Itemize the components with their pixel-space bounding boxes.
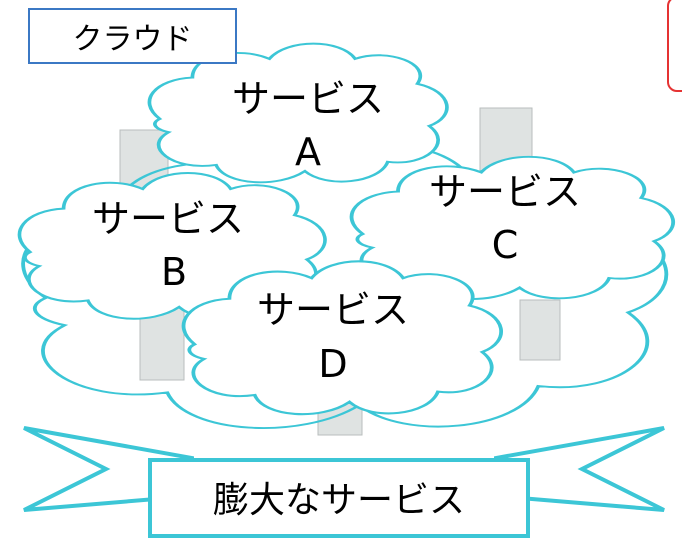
cloud-label: クラウド [72,22,193,57]
banner-label: 膨大なサービス [213,480,465,521]
service-b-name: サービス [92,197,244,241]
callout-box-edge [667,0,682,92]
ribbon-banner: 膨大なサービス [23,426,665,538]
cloud-label-box: クラウド [28,8,237,64]
service-a-letter: A [295,130,321,174]
service-c-letter: C [492,223,519,267]
service-d-name: サービス [257,288,409,332]
ribbon-front-panel [148,458,530,538]
service-a-name: サービス [232,77,384,121]
service-b-letter: B [161,250,187,294]
service-c-name: サービス [429,170,581,214]
service-d-letter: D [318,342,347,386]
